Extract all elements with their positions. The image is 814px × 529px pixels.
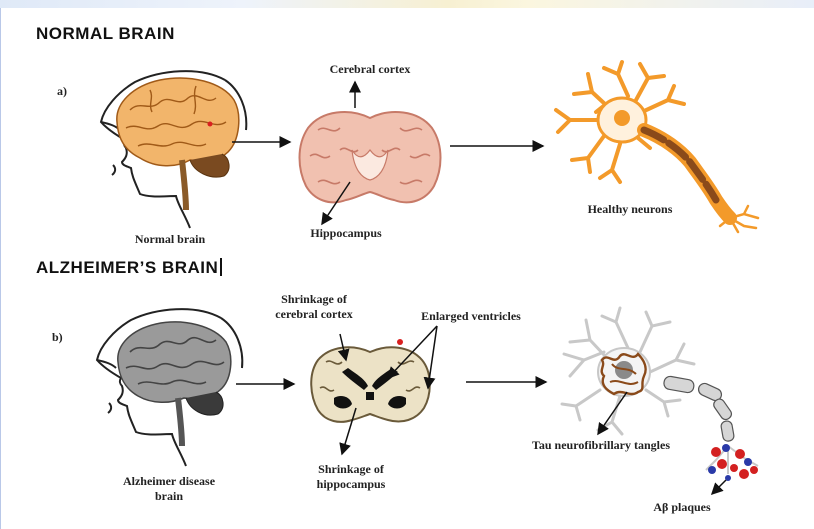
label-shrinkage-hippo-line1: Shrinkage of bbox=[296, 462, 406, 477]
label-healthy-neurons: Healthy neurons bbox=[570, 202, 690, 217]
label-alzheimer-disease-brain: Alzheimer disease brain bbox=[104, 474, 234, 504]
label-normal-brain: Normal brain bbox=[110, 232, 230, 247]
normal-coronal-slice bbox=[300, 112, 441, 202]
label-enlarged-ventricles: Enlarged ventricles bbox=[396, 309, 546, 324]
red-dot-marker bbox=[397, 339, 403, 345]
arrow-to-tau-label bbox=[598, 392, 627, 434]
label-shrinkage-hippo-line2: hippocampus bbox=[296, 477, 406, 492]
label-shrinkage-cortex: Shrinkage of cerebral cortex bbox=[254, 292, 374, 322]
label-cerebral-cortex: Cerebral cortex bbox=[310, 62, 430, 77]
label-alzheimer-line1: Alzheimer disease bbox=[104, 474, 234, 489]
label-shrinkage-hippocampus: Shrinkage of hippocampus bbox=[296, 462, 406, 492]
diseased-neuron-illustration bbox=[562, 308, 758, 481]
label-shrinkage-cortex-line2: cerebral cortex bbox=[254, 307, 374, 322]
label-hippocampus: Hippocampus bbox=[296, 226, 396, 241]
label-abeta-plaques: Aβ plaques bbox=[632, 500, 732, 515]
arrow-to-plaques-label bbox=[712, 480, 726, 494]
label-shrinkage-cortex-line1: Shrinkage of bbox=[254, 292, 374, 307]
normal-brain-illustration bbox=[117, 78, 239, 210]
arrow-ventricle-right bbox=[428, 326, 437, 388]
label-alzheimer-line2: brain bbox=[104, 489, 234, 504]
label-tau-tangles: Tau neurofibrillary tangles bbox=[506, 438, 696, 453]
alzheimer-coronal-slice bbox=[311, 347, 430, 422]
